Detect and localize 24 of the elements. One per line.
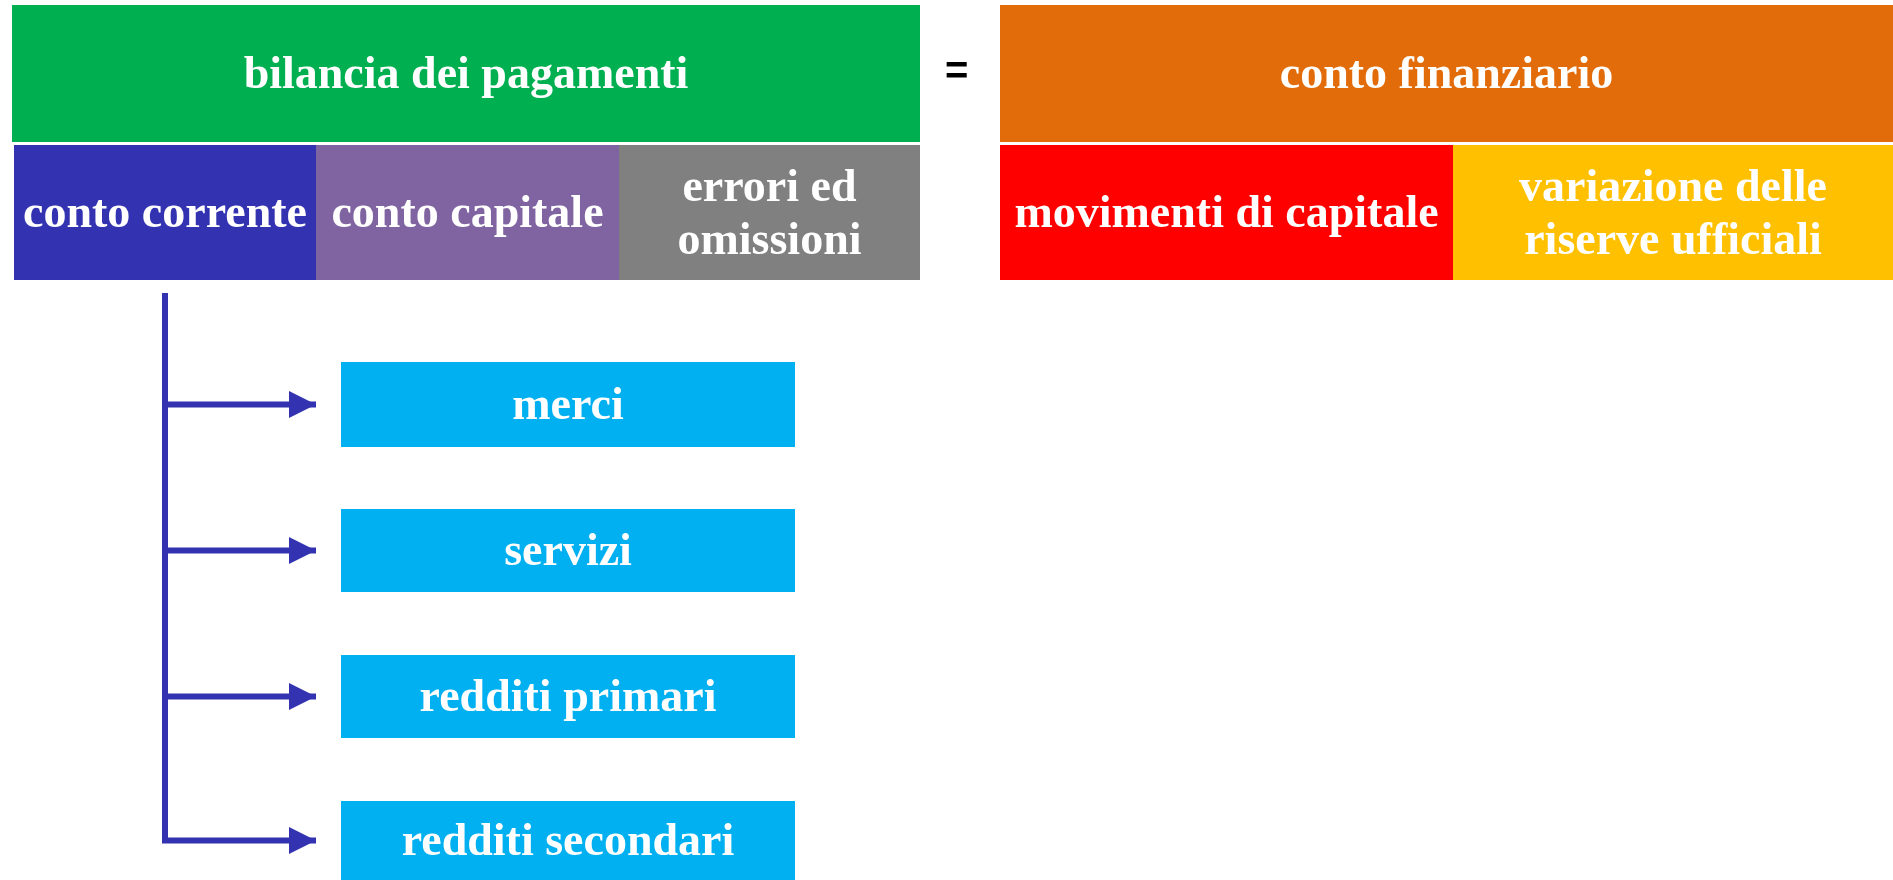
box-label: errori ed omissioni — [676, 159, 863, 266]
box-label: conto corrente — [23, 186, 307, 239]
header-bar — [1000, 5, 1893, 142]
item-box — [341, 362, 795, 447]
box-label: servizi — [504, 524, 632, 577]
item-box — [341, 801, 795, 880]
box-label: movimenti di capitale — [1014, 186, 1439, 239]
box-label: bilancia dei pagamenti — [243, 47, 689, 100]
box-label: merci — [512, 378, 624, 431]
category-box — [1000, 145, 1453, 280]
category-box — [14, 145, 316, 280]
item-box — [341, 655, 795, 738]
header-bar — [12, 5, 920, 142]
equals-sign: = — [945, 48, 969, 93]
box-label: redditi primari — [419, 670, 717, 723]
box-label: conto finanziario — [1279, 47, 1614, 100]
category-box — [1453, 145, 1893, 280]
arrow — [162, 293, 316, 854]
category-box — [316, 145, 619, 280]
item-box — [341, 509, 795, 592]
box-label: redditi secondari — [401, 814, 735, 867]
box-label: variazione delle riserve ufficiali — [1518, 159, 1828, 266]
box-label: conto capitale — [331, 186, 604, 239]
category-box — [619, 145, 920, 280]
